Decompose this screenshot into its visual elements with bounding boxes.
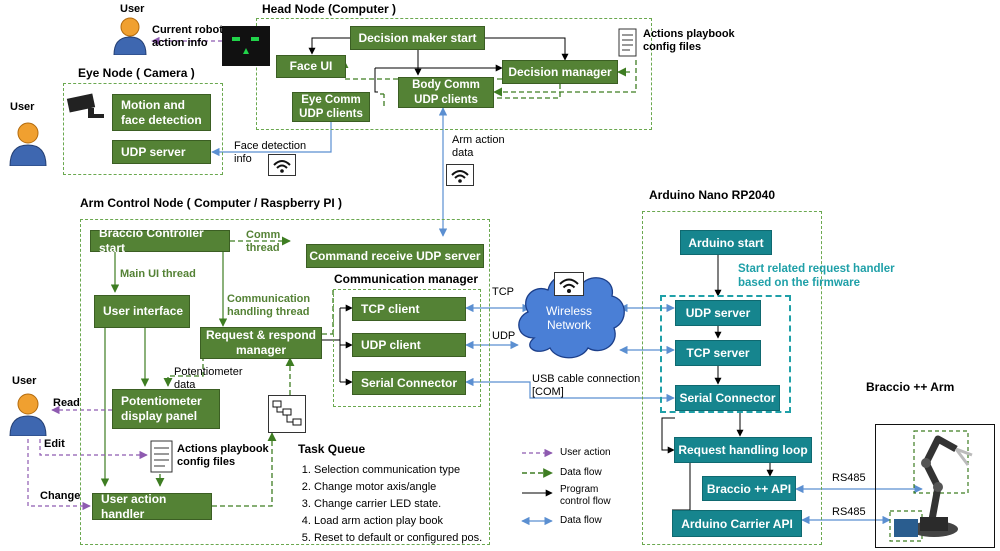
arm-node-region [80,219,490,545]
body-comm-udp-clients-box: Body Comm UDP clients [398,77,494,108]
task-item: Change motor axis/angle [314,479,496,496]
braccio-api-box: Braccio ++ API [702,476,796,501]
head-playbook-label: Actions playbook config files [643,28,735,54]
robot-face-screen-icon [222,26,270,66]
request-handling-loop-box: Request handling loop [674,437,812,463]
command-receive-udp-server-box: Command receive UDP server [306,244,484,268]
arduino-tcp-server-box: TCP server [675,340,761,366]
read-edge-label: Read [53,397,80,409]
main-ui-thread-label: Main UI thread [120,268,196,280]
user-avatar-eye [8,120,48,171]
head-node-title: Head Node (Computer ) [262,2,397,16]
arduino-title: Arduino Nano RP2040 [649,188,776,202]
comm-thread-label: Comm thread [246,229,281,255]
user-label-arm: User [12,375,37,387]
legend-data-flow: Data flow [560,467,602,478]
camera-icon [66,92,108,127]
face-ui-box: Face UI [276,55,346,78]
user-label-top: User [120,3,145,15]
wireless-network-label: Wireless Network [545,304,592,333]
usb-edge-label: USB cable connection [COM] [532,373,641,399]
legend-user-action: User action [560,447,611,458]
tcp-client-box: TCP client [352,297,466,321]
braccio-arm-title: Braccio ++ Arm [866,380,955,394]
task-list: Selection communication type Change moto… [296,462,496,547]
wifi-icon-body [446,164,474,191]
decision-maker-start-box: Decision maker start [350,26,485,50]
udp-edge-label: UDP [492,330,516,342]
comm-handling-thread-label: Communication handling thread [227,293,311,319]
arm-playbook-label: Actions playbook config files [177,443,269,469]
legend-program-control: Program control flow [560,484,611,507]
comm-manager-region [333,289,481,407]
eye-comm-udp-clients-box: Eye Comm UDP clients [292,92,370,122]
wireless-network-cloud [512,266,630,367]
handler-note-label: Start related request handler based on t… [738,263,895,290]
arduino-region [642,211,822,545]
task-item: Load arm action play book [314,513,496,530]
wifi-icon-network [554,272,584,301]
arduino-udp-server-box: UDP server [675,300,761,326]
task-item: Change carrier LED state. [314,496,496,513]
wifi-icon-eye [268,154,296,181]
braccio-controller-start-box: Braccio Controller start [90,226,230,255]
braccio-arm-image [889,430,973,542]
decision-manager-box: Decision manager [502,60,618,84]
user-interface-box: User interface [94,295,190,328]
eye-node-region [63,83,223,175]
arm-playbook-file-icon [150,440,174,479]
user-label-eye: User [10,101,35,113]
change-edge-label: Change [40,490,81,502]
task-queue-title: Task Queue [298,442,366,456]
rs485-edge-label-a: RS485 [832,472,866,484]
user-avatar-top [112,15,148,60]
task-item: Reset to default or configured pos. [314,530,496,547]
potentiometer-display-panel-box: Potentiometer display panel [112,389,220,429]
legend-data-flow-blue: Data flow [560,515,602,526]
task-item: Selection communication type [314,462,496,479]
request-respond-manager-box: Request & respond manager [200,327,322,359]
playbook-file-icon [618,28,638,63]
face-detection-info-label: Face detection info [234,140,307,166]
firmware-handler-region [660,295,791,413]
tcp-edge-label: TCP [492,286,514,298]
eye-udp-server-box: UDP server [112,140,211,164]
head-node-region [256,18,652,130]
udp-client-box: UDP client [352,333,466,357]
rs485-edge-label-b: RS485 [832,506,866,518]
edit-edge-label: Edit [44,438,65,450]
arduino-start-box: Arduino start [680,230,772,255]
user-avatar-arm [8,392,48,441]
robot-action-info-label: Current robot action info [152,24,223,50]
serial-connector-box: Serial Connector [352,371,466,395]
comm-manager-title: Communication manager [334,272,479,286]
motion-face-detection-box: Motion and face detection [112,94,211,131]
potentiometer-data-label: Potentiometer data [174,366,243,392]
eye-node-title: Eye Node ( Camera ) [78,66,195,80]
arduino-carrier-api-box: Arduino Carrier API [672,510,802,537]
arm-node-title: Arm Control Node ( Computer / Raspberry … [80,196,343,210]
arm-action-data-label: Arm action data [452,134,505,160]
task-queue-icon [268,395,306,438]
braccio-arm-frame [875,424,995,548]
user-action-handler-box: User action handler [92,492,212,521]
arduino-serial-connector-box: Serial Connector [675,385,780,411]
